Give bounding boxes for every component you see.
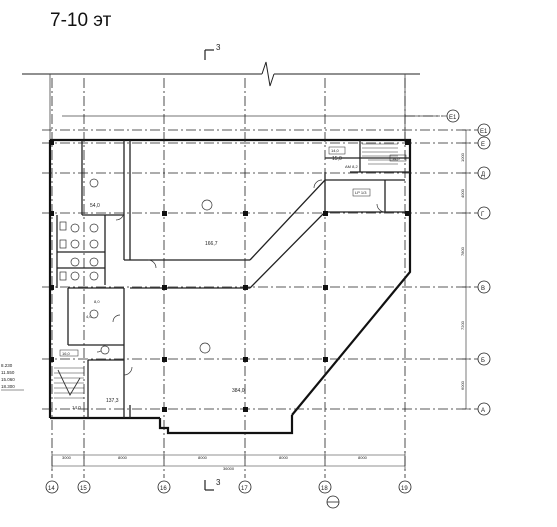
svg-text:18.300: 18.300: [1, 384, 15, 389]
section-mark-bottom-label: 3: [216, 478, 221, 487]
room-marker-1: 54,0: [89, 178, 100, 209]
section-mark-top-label: 3: [216, 43, 221, 52]
svg-text:1000: 1000: [460, 152, 465, 162]
svg-text:3000: 3000: [62, 455, 72, 460]
svg-text:8.230: 8.230: [1, 363, 13, 368]
svg-text:Е1: Е1: [480, 129, 488, 135]
svg-text:15,0: 15,0: [332, 156, 342, 162]
axis-bubble-18: 18: [318, 480, 332, 494]
svg-text:8000: 8000: [279, 455, 289, 460]
svg-text:14,0: 14,0: [72, 405, 81, 410]
axis-bubble-D: Д: [477, 166, 491, 180]
svg-text:14: 14: [48, 486, 55, 492]
svg-text:Е1: Е1: [449, 115, 457, 121]
svg-text:Д: Д: [481, 172, 485, 178]
svg-text:14,0: 14,0: [392, 156, 401, 161]
dimension-chain-vertical: 1000 4000 7800 7200 6000: [460, 129, 470, 410]
svg-text:8000: 8000: [198, 455, 208, 460]
axis-bubble-17: 17: [238, 480, 252, 494]
axis-bubble-V: В: [477, 280, 491, 294]
axis-bubble-B: Б: [477, 352, 491, 366]
section-mark-top: [204, 49, 214, 60]
dimension-chain-horizontal: 3000 8000 8000 8000 8000 36000: [51, 451, 406, 471]
axis-bubble-G: Г: [477, 206, 491, 220]
svg-text:В: В: [481, 286, 485, 292]
svg-text:LP 1/3: LP 1/3: [355, 190, 367, 195]
svg-text:11.550: 11.550: [1, 370, 15, 375]
svg-text:4,0: 4,0: [86, 314, 92, 319]
svg-text:166,7: 166,7: [205, 241, 218, 247]
doors: [96, 179, 386, 376]
stairs-bottom-left: [54, 367, 84, 399]
svg-text:19: 19: [401, 486, 408, 492]
svg-text:16,0: 16,0: [62, 351, 71, 356]
svg-text:7200: 7200: [460, 320, 465, 330]
grid-axes-horizontal: [42, 115, 478, 410]
svg-text:4000: 4000: [460, 188, 465, 198]
axis-bubble-15: 15: [77, 480, 91, 494]
axis-bubble-19: 19: [398, 480, 412, 494]
room-marker-4: 137,3: [106, 398, 119, 404]
plumbing-fixtures: [59, 221, 110, 355]
axis-bubbles-vertical: 14 15 16 17 18 19: [45, 480, 412, 509]
svg-text:7800: 7800: [460, 246, 465, 256]
svg-text:36000: 36000: [223, 466, 235, 471]
axis-bubbles-horizontal: Е1 Е1 Е Д Г В Б А: [443, 109, 491, 416]
outer-walls: [48, 138, 412, 435]
svg-text:137,3: 137,3: [106, 398, 119, 404]
svg-text:54,0: 54,0: [90, 203, 100, 209]
room-marker-6: 14,0: [72, 405, 81, 410]
axis-bubble-18-blank: [326, 495, 340, 509]
svg-text:15: 15: [80, 486, 87, 492]
svg-text:8000: 8000: [358, 455, 368, 460]
svg-text:384,0: 384,0: [232, 388, 245, 394]
svg-text:6000: 6000: [460, 380, 465, 390]
svg-text:16: 16: [160, 486, 167, 492]
axis-bubble-E1-right: Е1: [477, 123, 491, 137]
axis-bubble-E1: Е1: [443, 109, 460, 123]
svg-text:17: 17: [241, 486, 248, 492]
svg-text:18: 18: [321, 486, 328, 492]
svg-text:14,0: 14,0: [331, 148, 340, 153]
small-labels: 14,0 AM 8,2 LP 1/3 14,0 4,0 16,0 8,0: [59, 146, 407, 357]
room-marker-2: 166,7: [201, 199, 218, 247]
svg-text:15.060: 15.060: [1, 377, 15, 382]
interior-walls: [56, 140, 410, 420]
axis-bubble-E: Е: [477, 136, 491, 150]
svg-text:Е: Е: [481, 142, 485, 148]
axis-bubble-14: 14: [45, 480, 59, 494]
room-marker-5: 15,0: [332, 156, 342, 162]
axis-bubble-16: 16: [157, 480, 171, 494]
svg-text:А: А: [481, 408, 485, 414]
cut-line: [22, 61, 420, 87]
svg-text:8,0: 8,0: [94, 299, 100, 304]
level-marks: 8.230 11.550 15.060 18.300: [1, 363, 24, 391]
section-mark-bottom: [204, 480, 214, 491]
room-marker-3: 384,0: [199, 342, 245, 394]
axis-bubble-A: А: [477, 402, 491, 416]
columns: [49, 140, 410, 412]
svg-text:8000: 8000: [118, 455, 128, 460]
svg-text:AM 8,2: AM 8,2: [345, 164, 358, 169]
stairs-top-right: [362, 143, 398, 165]
svg-text:Б: Б: [481, 358, 485, 364]
svg-text:Г: Г: [481, 212, 485, 218]
floor-title: 7-10 эт: [50, 10, 112, 31]
